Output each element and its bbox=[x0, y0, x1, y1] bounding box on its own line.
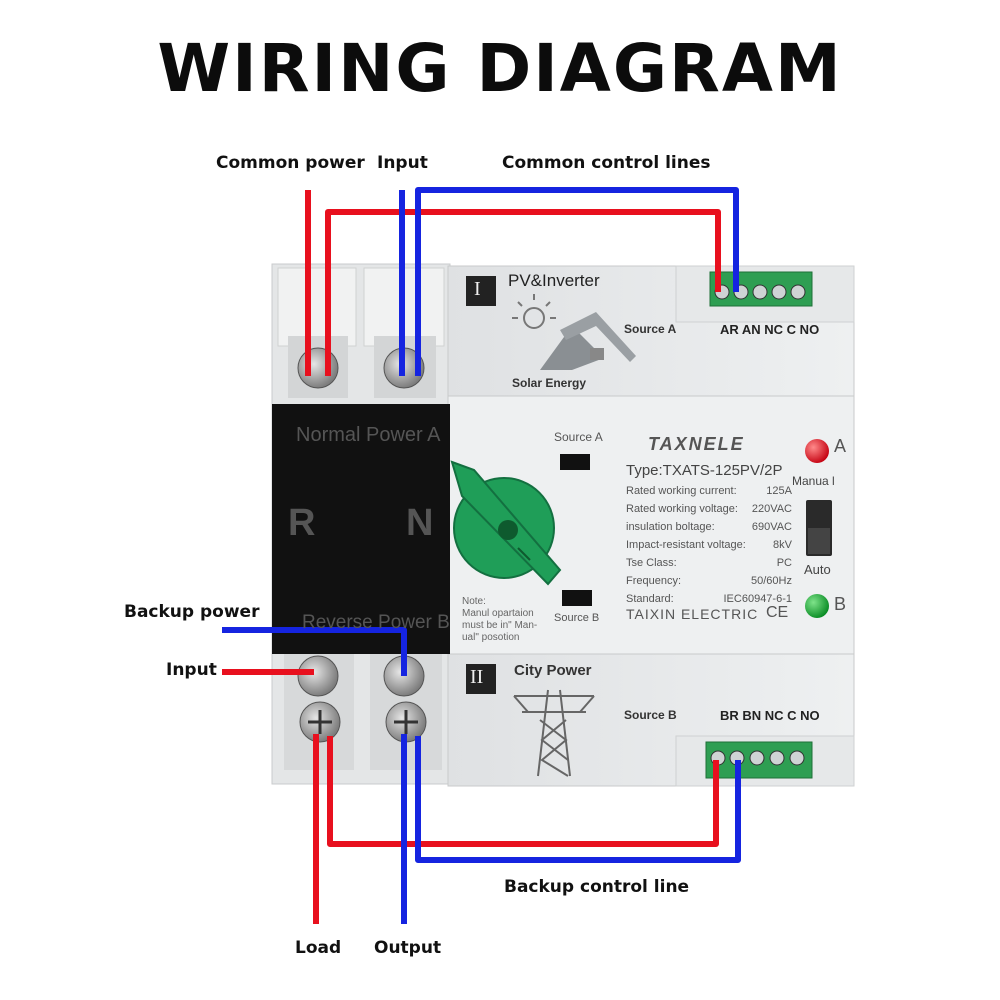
section-i-box bbox=[466, 276, 496, 306]
spec-value: 220VAC bbox=[751, 503, 792, 515]
note-line: Manul opartaion bbox=[462, 608, 534, 619]
source-a-label: Source A bbox=[624, 322, 677, 336]
led-b bbox=[805, 594, 829, 618]
spec-value: IEC60947-6-1 bbox=[723, 593, 793, 605]
selector-knob[interactable] bbox=[450, 460, 562, 586]
source-b-window bbox=[562, 590, 592, 606]
auto-label: Auto bbox=[804, 562, 831, 577]
label-input-left: Input bbox=[166, 660, 217, 680]
spec-name: Frequency: bbox=[626, 575, 682, 587]
terminal-block-bottom bbox=[705, 741, 813, 779]
terminal-bottom-labels: BR BN NC C NO bbox=[720, 708, 820, 723]
window-source-a-label: Source A bbox=[554, 430, 603, 444]
power-pylon-icon bbox=[513, 689, 595, 777]
note-line: Note: bbox=[462, 596, 486, 607]
section-i-numeral: I bbox=[474, 278, 481, 300]
ce-mark: CE bbox=[766, 604, 789, 621]
window-source-b-label: Source B bbox=[554, 612, 600, 624]
section-ii-numeral: II bbox=[470, 666, 484, 688]
panel-normal-power: Normal Power A bbox=[296, 424, 441, 446]
section-ii-box bbox=[466, 664, 496, 694]
note-line: ual" posotion bbox=[462, 632, 520, 643]
spec-value: 50/60Hz bbox=[751, 575, 792, 587]
model-type: Type:TXATS-125PV/2P bbox=[626, 462, 783, 479]
terminal-block-top bbox=[709, 271, 813, 307]
section-top-caption: Solar Energy bbox=[512, 376, 587, 390]
spec-name: Standard: bbox=[626, 593, 674, 605]
manual-label: Manua l bbox=[792, 474, 835, 488]
black-cover-plate bbox=[272, 404, 450, 654]
spec-name: Tse Class: bbox=[626, 557, 677, 569]
source-b-label: Source B bbox=[624, 708, 677, 722]
spec-name: Rated working voltage: bbox=[626, 503, 738, 515]
wire-backup-power bbox=[222, 627, 407, 676]
label-output: Output bbox=[374, 938, 442, 958]
spec-row: Frequency: 50/60Hz bbox=[626, 572, 792, 590]
spec-row: Rated working voltage: 220VAC bbox=[626, 500, 792, 518]
label-backup-power: Backup power bbox=[124, 602, 260, 622]
brand-logo: TAXNELE bbox=[648, 434, 745, 454]
wire-backup-red bbox=[327, 736, 719, 847]
spec-name: Rated working current: bbox=[626, 485, 737, 497]
source-a-window bbox=[560, 454, 590, 470]
panel-n: N bbox=[406, 502, 434, 544]
note-line: must be in" Man- bbox=[462, 620, 538, 631]
spec-row: insulation boltage: 690VAC bbox=[626, 518, 792, 536]
spec-name: insulation boltage: bbox=[626, 521, 715, 533]
spec-row: Standard: IEC60947-6-1 bbox=[626, 590, 792, 608]
label-common-control-lines: Common control lines bbox=[502, 153, 711, 173]
spec-row: Impact-resistant voltage: 8kV bbox=[626, 536, 792, 554]
led-b-label: B bbox=[834, 594, 847, 614]
label-backup-control-line: Backup control line bbox=[504, 877, 690, 897]
label-input-top: Input bbox=[377, 153, 428, 173]
solar-house-icon bbox=[512, 294, 636, 370]
panel-r: R bbox=[288, 502, 316, 544]
label-load: Load bbox=[295, 938, 342, 958]
panel-reverse-power: Reverse Power B bbox=[302, 612, 450, 633]
manual-note: Note: Manul opartaion must be in" Man- u… bbox=[462, 596, 537, 644]
spec-name: Impact-resistant voltage: bbox=[626, 539, 746, 551]
diagram-title: WIRING DIAGRAM bbox=[157, 30, 843, 107]
led-a-label: A bbox=[834, 436, 847, 456]
spec-value: PC bbox=[776, 557, 792, 569]
spec-table: Rated working current: 125A Rated workin… bbox=[626, 482, 792, 608]
spec-row: Tse Class: PC bbox=[626, 554, 792, 572]
wiring bbox=[222, 187, 741, 924]
label-common-power: Common power bbox=[216, 153, 365, 173]
spec-row: Rated working current: 125A bbox=[626, 482, 792, 500]
wire-control-red-top bbox=[325, 209, 721, 376]
wire-backup-blue bbox=[415, 736, 741, 863]
spec-value: 125A bbox=[766, 485, 792, 497]
terminal-top-labels: AR AN NC C NO bbox=[720, 322, 820, 337]
spec-value: 690VAC bbox=[751, 521, 792, 533]
maker-name: TAIXIN ELECTRIC bbox=[626, 606, 759, 622]
led-a bbox=[805, 439, 829, 463]
wire-control-blue-top bbox=[415, 187, 739, 376]
section-top-title: PV&Inverter bbox=[508, 271, 600, 290]
section-bottom-title: City Power bbox=[514, 662, 592, 679]
spec-value: 8kV bbox=[773, 539, 792, 551]
